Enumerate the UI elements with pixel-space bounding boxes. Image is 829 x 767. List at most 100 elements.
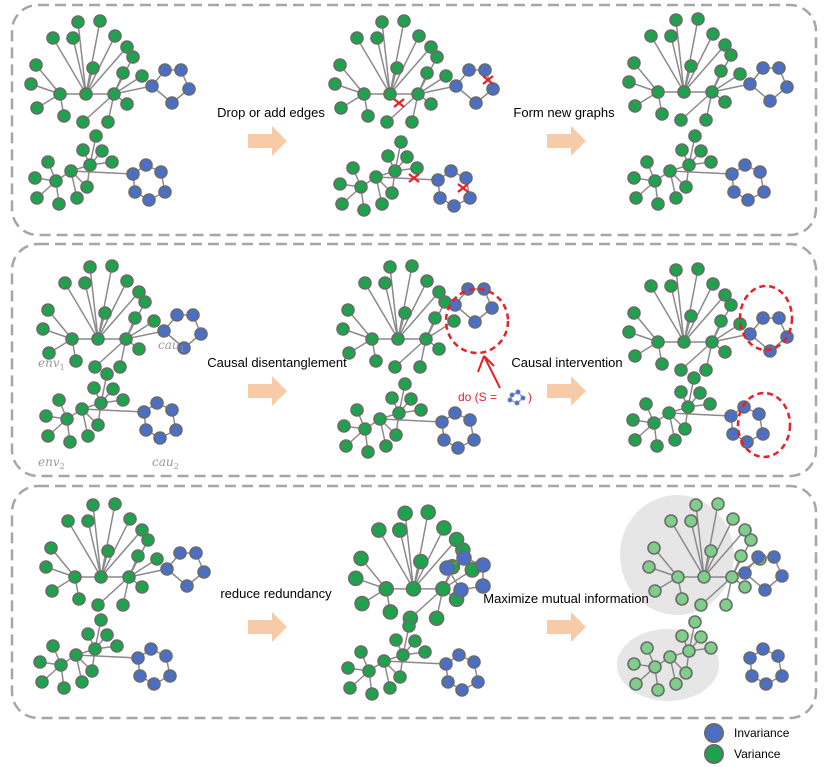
variant-node <box>81 627 95 641</box>
variant-node <box>435 581 451 597</box>
graph-edge <box>77 21 87 95</box>
variant-node <box>365 332 379 346</box>
step-label-drop-edges: Drop or add edges <box>217 105 325 120</box>
invariant-node <box>756 427 770 441</box>
variant-node <box>88 642 102 656</box>
variant-node <box>49 174 63 188</box>
variant-node <box>138 295 152 309</box>
variant-node <box>347 570 364 587</box>
invariant-node <box>177 341 191 355</box>
invariant-node <box>145 79 159 93</box>
variant-node <box>436 520 452 536</box>
graph-edge <box>85 20 101 95</box>
variant-node <box>675 629 689 643</box>
variant-node <box>650 439 664 453</box>
variant-node <box>69 648 83 662</box>
invariant-node <box>763 344 777 358</box>
graph-edge <box>375 176 439 181</box>
panel-border-bottom <box>10 484 818 720</box>
variant-node <box>35 675 49 689</box>
variant-node <box>420 504 437 521</box>
graph-edge <box>670 285 685 343</box>
variant-node <box>682 158 696 172</box>
variant-node <box>75 402 89 416</box>
graph-edge <box>64 282 99 340</box>
step-label-form-graphs: Form new graphs <box>513 105 615 120</box>
variant-node <box>675 592 689 606</box>
variant-node <box>354 180 368 194</box>
invariant-node <box>467 655 481 669</box>
step-arrows <box>248 126 586 642</box>
graph <box>622 262 794 377</box>
graph-layer <box>24 12 794 701</box>
variant-node <box>410 161 424 175</box>
graph-edge <box>394 338 427 368</box>
invariant-node <box>743 327 757 341</box>
variant-node <box>132 342 146 356</box>
invariant-node <box>142 193 156 207</box>
variant-node <box>664 279 678 293</box>
variant-node <box>420 274 434 288</box>
variant-node <box>703 397 717 411</box>
variant-node <box>371 522 387 538</box>
variant-node <box>648 174 662 188</box>
variant-node <box>33 655 47 669</box>
variant-node <box>68 570 82 584</box>
invariant-node <box>486 82 500 96</box>
graph-edge <box>389 20 405 95</box>
variant-node <box>341 661 355 675</box>
graph-edge <box>700 576 733 606</box>
variant-node <box>39 560 53 574</box>
variant-node <box>622 75 636 89</box>
invariant-node <box>449 79 463 93</box>
graph-edge <box>85 46 128 95</box>
variant-node <box>353 550 369 567</box>
invariant-node <box>173 546 187 560</box>
variant-node <box>126 50 140 64</box>
graph <box>333 135 477 217</box>
variant-node <box>141 533 155 547</box>
variant-node <box>699 363 713 377</box>
invariant-node <box>756 311 770 325</box>
graph <box>627 615 718 697</box>
variant-node <box>95 144 109 158</box>
variant-node <box>706 27 720 41</box>
invariant-node <box>469 96 483 110</box>
graph-edge <box>389 35 420 95</box>
variant-node <box>655 107 669 121</box>
variant-node <box>691 262 705 276</box>
step-arrow <box>547 612 586 642</box>
invariant-node <box>752 407 766 421</box>
graph-edge <box>703 503 719 578</box>
variant-node <box>57 109 71 123</box>
variant-node <box>381 149 395 163</box>
invariant-node <box>475 578 491 594</box>
variant-node <box>336 322 350 336</box>
graph-edge <box>384 282 399 340</box>
variant-node <box>70 191 84 205</box>
graph-edge <box>675 19 685 93</box>
variant-node <box>677 335 691 349</box>
invariant-node <box>763 94 777 108</box>
variant-node <box>662 406 676 420</box>
variant-node <box>120 274 134 288</box>
graph <box>642 497 767 612</box>
variant-node <box>375 15 389 29</box>
graph-edge <box>668 412 732 417</box>
variant-node <box>346 161 360 175</box>
variant-node <box>408 634 422 648</box>
variant-node <box>350 31 364 45</box>
variant-node <box>57 681 71 695</box>
variant-node <box>679 180 693 194</box>
variant-node <box>413 360 427 374</box>
graph <box>743 642 789 691</box>
variant-node <box>396 648 410 662</box>
intervention-arrow <box>477 355 501 389</box>
variant-node <box>628 433 642 447</box>
variant-node <box>705 85 719 99</box>
dropped-edge-cross-icon <box>457 183 469 193</box>
variant-node <box>342 346 356 360</box>
variant-node <box>655 357 669 371</box>
variant-node <box>439 69 453 83</box>
variant-node <box>105 155 119 169</box>
